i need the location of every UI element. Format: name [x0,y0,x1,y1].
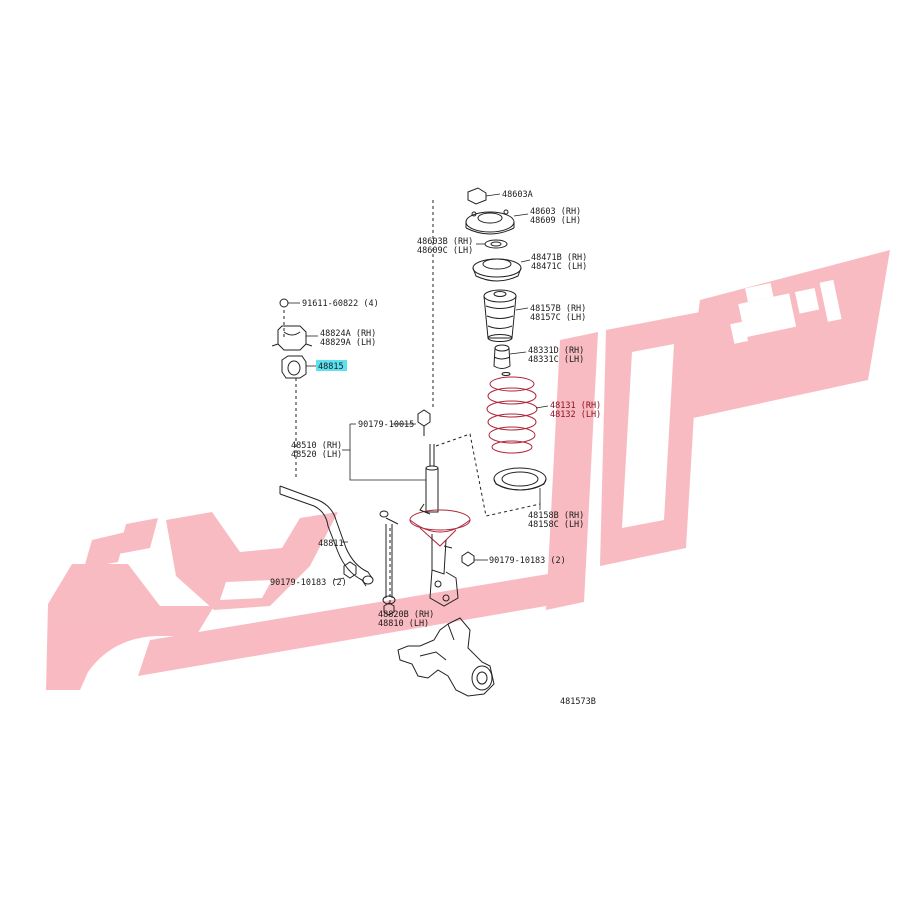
dust-boot-part [483,289,529,342]
part-labels: 48603A 48603 (RH) 48609 (LH) 48603B (RH)… [270,190,601,707]
label-stabilizer-bar: 48811 [318,539,344,549]
coil-spring-part [486,372,549,454]
bump-stopper-part [493,344,527,369]
bracket-bolt-part [279,298,300,308]
label-link-lh: 48810 (LH) [378,619,429,629]
label-bracket-bolt: 91611-60822 (4) [302,299,379,309]
label-upper-seat-rh: 48471B (RH) [531,253,587,263]
top-nut-part [467,187,501,205]
bearing-part [476,239,508,249]
label-link-nut-left: 90179-10183 (2) [270,578,347,588]
stabilizer-link-part [379,510,399,616]
leader-lines [342,423,426,481]
label-lower-insulator-lh: 48158C (LH) [528,520,584,530]
label-bearing-lh: 48609C (LH) [417,246,473,256]
label-top-nut: 48603A [502,190,533,200]
label-boot-lh: 48157C (LH) [530,313,586,323]
label-link-nut-right: 90179-10183 (2) [489,556,566,566]
label-boot-rh: 48157B (RH) [530,304,586,314]
highlight-box [316,360,347,371]
reference-dashed-lines [283,200,541,604]
label-bracket-rh: 48824A (RH) [320,329,376,339]
label-upper-seat-lh: 48471C (LH) [531,262,587,272]
stabilizer-bushing-part [281,355,316,379]
link-nut-left-part [333,561,357,581]
label-lower-insulator-rh: 48158B (RH) [528,511,584,521]
label-strut-nut: 90179-10015 [358,420,414,430]
lower-insulator-part [493,467,547,510]
strut-nut-part [417,409,431,436]
label-bearing-rh: 48603B (RH) [417,237,473,247]
label-spring-rh: 48131 (RH) [550,401,601,411]
label-link-rh: 48820B (RH) [378,610,434,620]
label-bracket-lh: 48829A (LH) [320,338,376,348]
label-mount-rh: 48603 (RH) [530,207,581,217]
label-bushing: 48815 [318,362,344,372]
upper-mount-part [465,209,529,235]
watermark-logo [46,250,890,690]
stabilizer-bar-part [279,485,374,587]
label-bumper-rh: 48331D (RH) [528,346,584,356]
label-strut-rh: 48510 (RH) [291,441,342,451]
steering-knuckle-part [397,617,495,697]
label-spring-lh: 48132 (LH) [550,410,601,420]
label-mount-lh: 48609 (LH) [530,216,581,226]
label-drawing-number: 481573B [560,697,596,707]
upper-spring-seat-part [472,258,531,282]
label-bumper-lh: 48331C (LH) [528,355,584,365]
shock-absorber-strut-part [409,444,488,607]
stabilizer-bracket-part [271,325,318,351]
label-strut-lh: 48520 (LH) [291,450,342,460]
